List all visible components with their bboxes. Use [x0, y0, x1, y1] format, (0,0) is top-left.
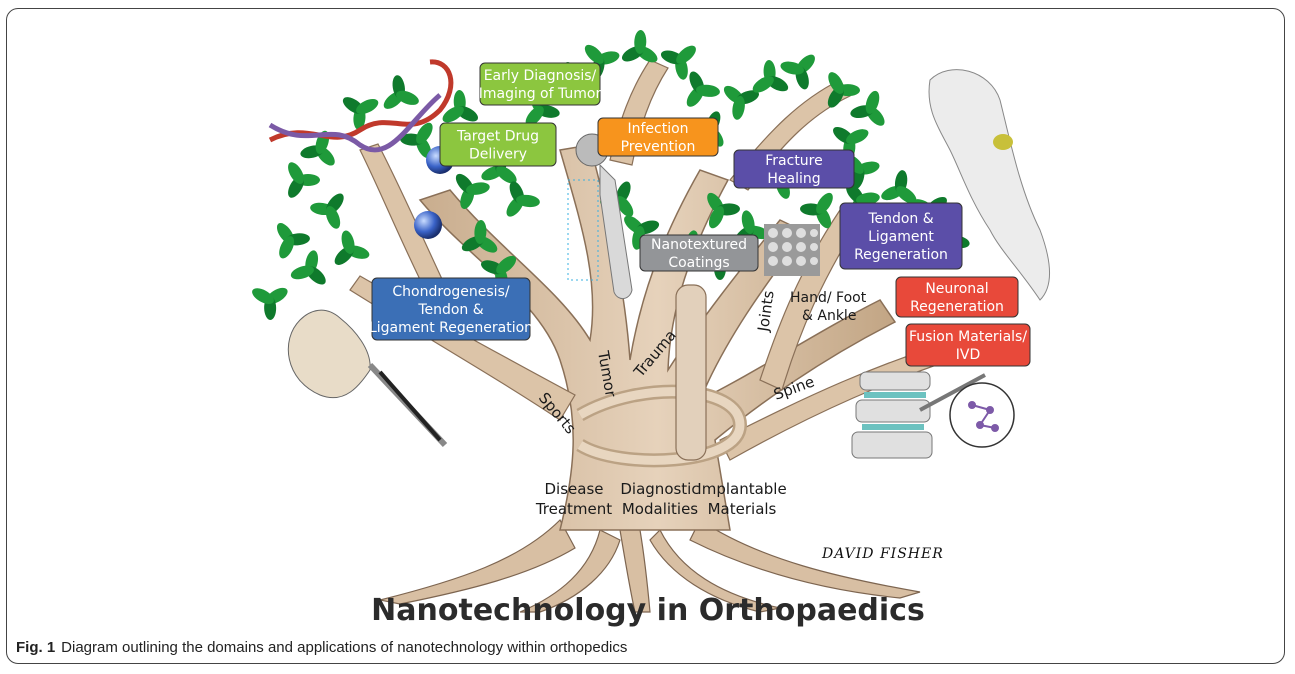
figure-title: Nanotechnology in Orthopaedics [371, 593, 925, 628]
box-label-line: Ligament [868, 229, 934, 245]
box-chondrogenesis: Chondrogenesis/Tendon & Ligament Regenera… [369, 278, 533, 340]
box-label-line: Fracture [765, 153, 823, 169]
box-label-line: Chondrogenesis/ [392, 284, 509, 300]
box-label-line: Delivery [469, 147, 527, 163]
root-label-implantable-line1: Implantable [697, 480, 786, 498]
branch-label-hand-foot-line1: Hand/ Foot [790, 290, 867, 306]
box-label-line: Regeneration [854, 247, 948, 263]
box-label-line: Target Drug [456, 129, 539, 145]
nanotextured-surface-illustration [764, 224, 820, 276]
box-label-line: IVD [956, 347, 981, 363]
branch-label-hand-foot-line2: & Ankle [802, 308, 856, 324]
box-label-line: Early Diagnosis/ [484, 68, 597, 84]
box-label-line: Ligament Regeneration [369, 320, 533, 336]
box-fusion-materials: Fusion Materials/IVD [906, 324, 1030, 366]
box-label-line: Fusion Materials/ [909, 329, 1027, 345]
box-label-line: Tendon & [417, 302, 483, 318]
box-label-line: Neuronal [925, 281, 988, 297]
box-label-line: Healing [767, 171, 820, 187]
artist-signature: DAVID FISHER [821, 546, 944, 562]
root-label-diagnostic-line2: Modalities [622, 500, 698, 518]
box-label-line: Prevention [621, 139, 696, 155]
molecule-inset-illustration [950, 383, 1014, 447]
box-label-line: Infection [627, 121, 688, 137]
box-label-line: Imaging of Tumor [479, 86, 602, 102]
box-early-diagnosis: Early Diagnosis/Imaging of Tumor [479, 63, 602, 105]
root-label-disease-line2: Treatment [535, 500, 612, 518]
caption-text: Diagram outlining the domains and applic… [61, 639, 627, 656]
root-label-implantable-line2: Materials [708, 500, 777, 518]
box-label-line: Nanotextured [651, 237, 747, 253]
caption-label: Fig. 1 [16, 639, 55, 656]
root-label-disease-line1: Disease [545, 480, 604, 498]
figure-caption: Fig. 1 Diagram outlining the domains and … [16, 639, 627, 656]
box-label-line: Tendon & [867, 211, 933, 227]
box-label-line: Regeneration [910, 299, 1004, 315]
root-label-diagnostic-line1: Diagnostic [620, 480, 699, 498]
nanoparticle-sphere-icon [414, 211, 442, 239]
box-label-line: Coatings [668, 255, 729, 271]
